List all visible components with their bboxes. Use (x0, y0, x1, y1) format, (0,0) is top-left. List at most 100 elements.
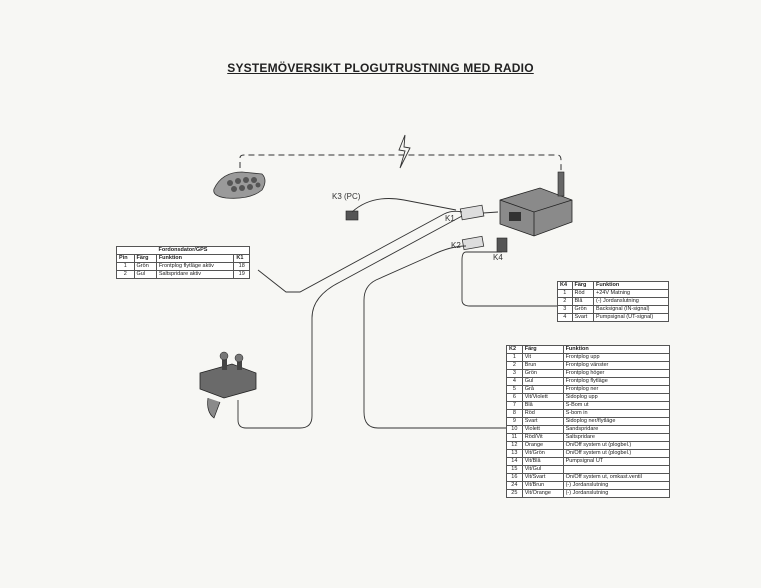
table-row: 1 Grön Frontplog flytläge aktiv 18 (116, 262, 250, 271)
cell: Grön (521, 369, 564, 378)
cell: Frontplog höger (562, 369, 671, 378)
cell: Sandspridare (562, 425, 671, 434)
cell: Brun (521, 361, 564, 370)
col-header: Färg (133, 254, 157, 263)
cell: 10 (506, 425, 523, 434)
cell: 25 (506, 489, 523, 498)
cell: 2 (116, 270, 135, 279)
cell: On/Off system ut (plogbel.) (562, 449, 671, 458)
col-header: Färg (521, 345, 564, 354)
col-header: Funktion (155, 254, 235, 263)
cell: On/Off system ut (plogbel.) (562, 441, 671, 450)
cell: S-Bom ut (562, 401, 671, 410)
fordonsdator-caption: Fordonsdator/GPS (116, 246, 250, 255)
cell: Röd (571, 289, 595, 298)
cell: 9 (506, 417, 523, 426)
cell: 4 (506, 377, 523, 386)
cell: Gul (521, 377, 564, 386)
cell: S-bom in (562, 409, 671, 418)
cell: Orange (521, 441, 564, 450)
cable-fordon (257, 210, 463, 293)
cell: 24 (506, 481, 523, 490)
radio-link-dashed (239, 154, 562, 178)
cell: +24V Matning (593, 289, 669, 298)
cell: Gul (133, 270, 157, 279)
col-header: K1 (233, 254, 250, 263)
fordonsdator-table: Fordonsdator/GPS Pin Färg Funktion K1 1 … (116, 246, 250, 279)
cell: 11 (506, 433, 523, 442)
label-k3: K3 (PC) (332, 192, 361, 201)
cell: 13 (506, 449, 523, 458)
cell: 1 (506, 353, 523, 362)
cell: 19 (233, 270, 250, 279)
col-header: Funktion (593, 281, 669, 290)
col-header: Färg (571, 281, 595, 290)
cell: Saltspridare (562, 433, 671, 442)
col-header: K4 (557, 281, 573, 290)
cell: 5 (506, 385, 523, 394)
cell: Pumpsignal UT (562, 457, 671, 466)
cell: 7 (506, 401, 523, 410)
cell: Röd/Vit (521, 433, 564, 442)
cell: Vit/Violett (521, 393, 564, 402)
cell: 16 (506, 473, 523, 482)
remote-control-icon (213, 171, 266, 199)
cell: Backsignal (IN-signal) (593, 305, 669, 314)
cell: (-) Jordanslutning (562, 489, 671, 498)
col-header: Funktion (562, 345, 671, 354)
cell: Frontplog flytläge aktiv (155, 262, 235, 271)
cell: Vit/Orange (521, 489, 564, 498)
joystick-panel-icon (199, 351, 257, 419)
cell: Violett (521, 425, 564, 434)
cell: 15 (506, 465, 523, 474)
col-header: Pin (116, 254, 135, 263)
cable-panel-k1 (237, 215, 463, 429)
cell: (-) Jordanslutning (593, 297, 669, 306)
cell: 18 (233, 262, 250, 271)
cable-k4 (461, 251, 557, 307)
cell: Blå (571, 297, 595, 306)
cell: Svart (571, 313, 595, 322)
cell: Frontplog vänster (562, 361, 671, 370)
cell: On/Off system ut, omkast.ventil (562, 473, 671, 482)
cell: 1 (116, 262, 135, 271)
cell: 8 (506, 409, 523, 418)
cell: Vit/Gul (521, 465, 564, 474)
cell: Saltspridare aktiv (155, 270, 235, 279)
cell: 6 (506, 393, 523, 402)
cell: Blå (521, 401, 564, 410)
cell: Sidoplog upp (562, 393, 671, 402)
cell: 2 (506, 361, 523, 370)
cell: 1 (557, 289, 573, 298)
cell (562, 465, 671, 474)
cell: 3 (506, 369, 523, 378)
radio-box-icon (499, 171, 573, 237)
cell: 2 (557, 297, 573, 306)
cell: Grön (133, 262, 157, 271)
cell: Vit/Grön (521, 449, 564, 458)
table-row: 2 Gul Saltspridare aktiv 19 (116, 270, 250, 279)
cell: Frontplog upp (562, 353, 671, 362)
col-header: K2 (506, 345, 523, 354)
cell: Röd (521, 409, 564, 418)
label-k4: K4 (493, 253, 503, 262)
cable-k2-table (363, 245, 506, 429)
cell: 14 (506, 457, 523, 466)
